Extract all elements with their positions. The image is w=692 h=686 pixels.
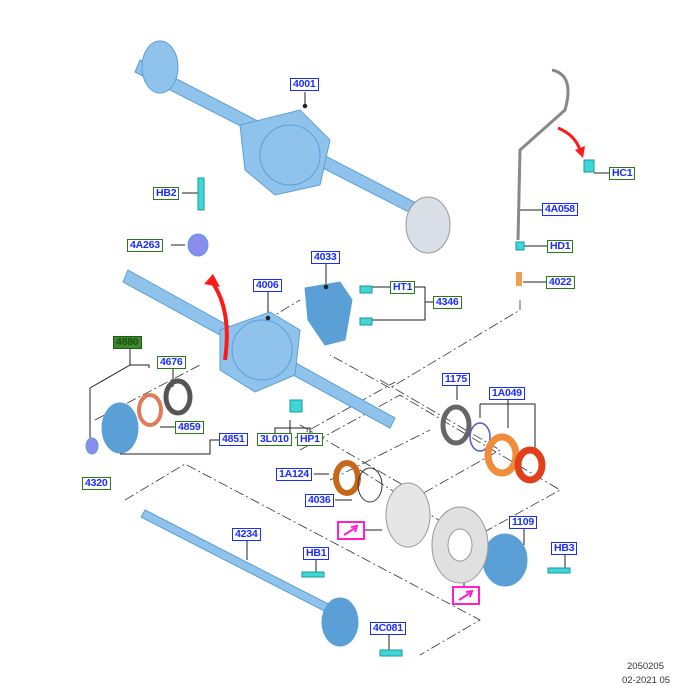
reference-arrow-box-1[interactable]	[337, 521, 365, 540]
callout-1a049[interactable]: 1A049	[489, 387, 525, 400]
callout-1109[interactable]: 1109	[509, 516, 537, 529]
callout-4006[interactable]: 4006	[253, 279, 282, 292]
callout-4320[interactable]: 4320	[82, 477, 111, 490]
callout-4880[interactable]: 4880	[113, 336, 142, 349]
callout-4a058[interactable]: 4A058	[542, 203, 578, 216]
arrow-icon	[343, 524, 359, 536]
callout-4851[interactable]: 4851	[219, 433, 248, 446]
callout-4c081[interactable]: 4C081	[370, 622, 406, 635]
callout-1175[interactable]: 1175	[442, 373, 470, 386]
callout-4a263[interactable]: 4A263	[127, 239, 163, 252]
callout-4676[interactable]: 4676	[157, 356, 186, 369]
callout-3l010[interactable]: 3L010	[257, 433, 292, 446]
callout-hc1[interactable]: HC1	[609, 167, 636, 180]
reference-arrow-box-2[interactable]	[452, 586, 480, 605]
callout-ht1[interactable]: HT1	[390, 281, 416, 294]
callout-1a124[interactable]: 1A124	[276, 468, 312, 481]
callout-4859[interactable]: 4859	[175, 421, 204, 434]
date-code: 02-2021 05	[622, 675, 671, 686]
drawing-id: 2050205	[627, 661, 664, 672]
callout-4346[interactable]: 4346	[433, 296, 462, 309]
arrow-icon	[458, 589, 474, 601]
callout-4001[interactable]: 4001	[290, 78, 319, 91]
callout-4036[interactable]: 4036	[305, 494, 334, 507]
callout-hb3[interactable]: HB3	[551, 542, 578, 555]
callout-hd1[interactable]: HD1	[547, 240, 574, 253]
callout-hb2[interactable]: HB2	[153, 187, 180, 200]
callout-4022[interactable]: 4022	[546, 276, 575, 289]
callout-4234[interactable]: 4234	[232, 528, 261, 541]
callout-4033[interactable]: 4033	[311, 251, 340, 264]
callout-hb1[interactable]: HB1	[303, 547, 330, 560]
callout-hp1[interactable]: HP1	[297, 433, 323, 446]
